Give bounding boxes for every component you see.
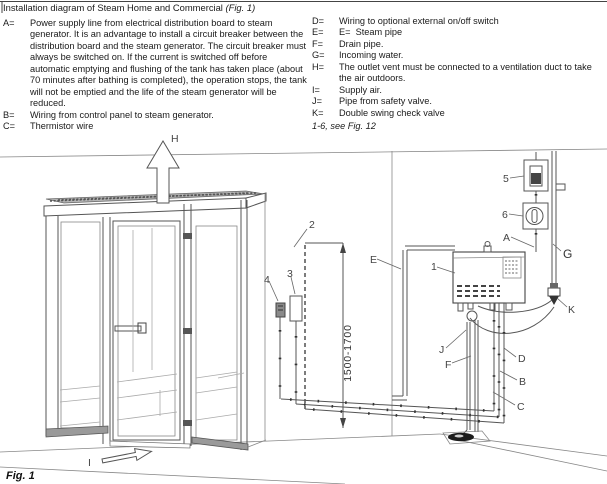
cabin-benches <box>59 371 245 427</box>
figure-caption: Fig. 1 <box>6 470 35 482</box>
legend-text: Supply air. <box>339 84 382 95</box>
door-hinge <box>183 233 192 239</box>
incoming-water-pipe <box>469 151 566 334</box>
legend-text: Drain pipe. <box>339 38 384 49</box>
steam-cabin <box>43 190 267 451</box>
diagram-labels: H 2 4 3 5 6 A G 1 E K J F D B C I <box>88 133 575 469</box>
legend-text: Wiring from control panel to steam gener… <box>30 109 214 120</box>
legend-row: K= Double swing check valve <box>312 108 605 119</box>
legend-key: F= <box>312 38 323 49</box>
page-title-text: Installation diagram of Steam Home and C… <box>3 2 226 13</box>
room-floor <box>0 433 607 484</box>
legend-row: A= Power supply line from electrical dist… <box>3 18 308 110</box>
drain-safety-pipes <box>442 310 491 445</box>
label-a: A <box>503 232 510 244</box>
label-c: C <box>517 401 525 413</box>
legend-key: G= <box>312 50 325 61</box>
legend-row: C= Thermistor wire <box>3 121 308 132</box>
supply-air-arrow <box>101 447 153 464</box>
label-i: I <box>88 457 91 469</box>
page-title-fig-ref: (Fig. 1) <box>225 2 256 13</box>
check-valve <box>547 283 561 305</box>
legend-text: Incoming water. <box>339 50 404 61</box>
legend-left: A= Power supply line from electrical dist… <box>3 18 308 133</box>
legend-text: Power supply line from electrical distri… <box>30 18 310 109</box>
label-e: E <box>370 254 377 266</box>
label-g: G <box>563 247 572 261</box>
legend-row: I= Supply air. <box>312 85 605 96</box>
legend-row: J= Pipe from safety valve. <box>312 96 605 107</box>
label-4: 4 <box>264 274 270 286</box>
leader-lines <box>268 175 568 406</box>
page-title: Installation diagram of Steam Home and C… <box>3 2 255 13</box>
legend-row: B= Wiring from control panel to steam gen… <box>3 110 308 121</box>
room-walls <box>0 148 607 436</box>
legend-key: J= <box>312 96 322 107</box>
label-d: D <box>518 353 526 365</box>
legend-row: F= Drain pipe. <box>312 39 605 50</box>
door-hinge <box>183 420 192 426</box>
outlet-vent-arrow <box>146 140 180 204</box>
legend-key: E= <box>312 27 324 38</box>
wiring-runs <box>278 303 506 425</box>
main-switch <box>522 202 549 252</box>
legend-key: I= <box>312 84 320 95</box>
label-h: H <box>171 133 179 145</box>
door-hinge <box>183 328 192 334</box>
legend-text: Thermistor wire <box>30 121 94 132</box>
label-3: 3 <box>287 268 293 280</box>
label-1: 1 <box>431 261 437 273</box>
page-border <box>0 1 607 13</box>
legend-text: The outlet vent must be connected to a v… <box>339 61 595 84</box>
label-b: B <box>519 376 526 388</box>
label-6: 6 <box>502 209 508 221</box>
label-f: F <box>445 359 451 371</box>
dimension-label: 1500-1700 <box>342 324 354 381</box>
legend-key: C= <box>3 121 16 132</box>
thermistor-sensor-box <box>275 302 286 399</box>
legend-text: Double swing check valve <box>339 107 445 118</box>
legend-key: H= <box>312 61 325 72</box>
legend-key: A= <box>3 18 15 28</box>
height-dimension: 1500-1700 <box>305 242 354 428</box>
legend-row: E= E= Steam pipe <box>312 27 605 38</box>
legend-key: K= <box>312 107 324 118</box>
floor-drain <box>442 430 491 445</box>
steam-generator <box>452 241 526 312</box>
label-5: 5 <box>503 173 509 185</box>
distribution-board <box>523 152 549 203</box>
label-k: K <box>568 304 575 316</box>
steam-pipe <box>392 245 455 401</box>
legend-text: E= Steam pipe <box>339 27 403 38</box>
legend-right: D= Wiring to optional external on/off swi… <box>312 16 605 119</box>
legend-row: H= The outlet vent must be connected to a… <box>312 62 605 85</box>
see-fig-note: 1-6, see Fig. 12 <box>312 121 376 131</box>
control-panel-box <box>289 295 303 404</box>
legend-text: Pipe from safety valve. <box>339 96 432 107</box>
legend-key: B= <box>3 109 15 120</box>
label-j: J <box>439 344 444 356</box>
legend-row: D= Wiring to optional external on/off swi… <box>312 16 605 27</box>
legend-row: G= Incoming water. <box>312 50 605 61</box>
legend-key: D= <box>312 16 325 26</box>
legend-text: Wiring to optional external on/off switc… <box>339 16 499 26</box>
label-2: 2 <box>309 219 315 231</box>
